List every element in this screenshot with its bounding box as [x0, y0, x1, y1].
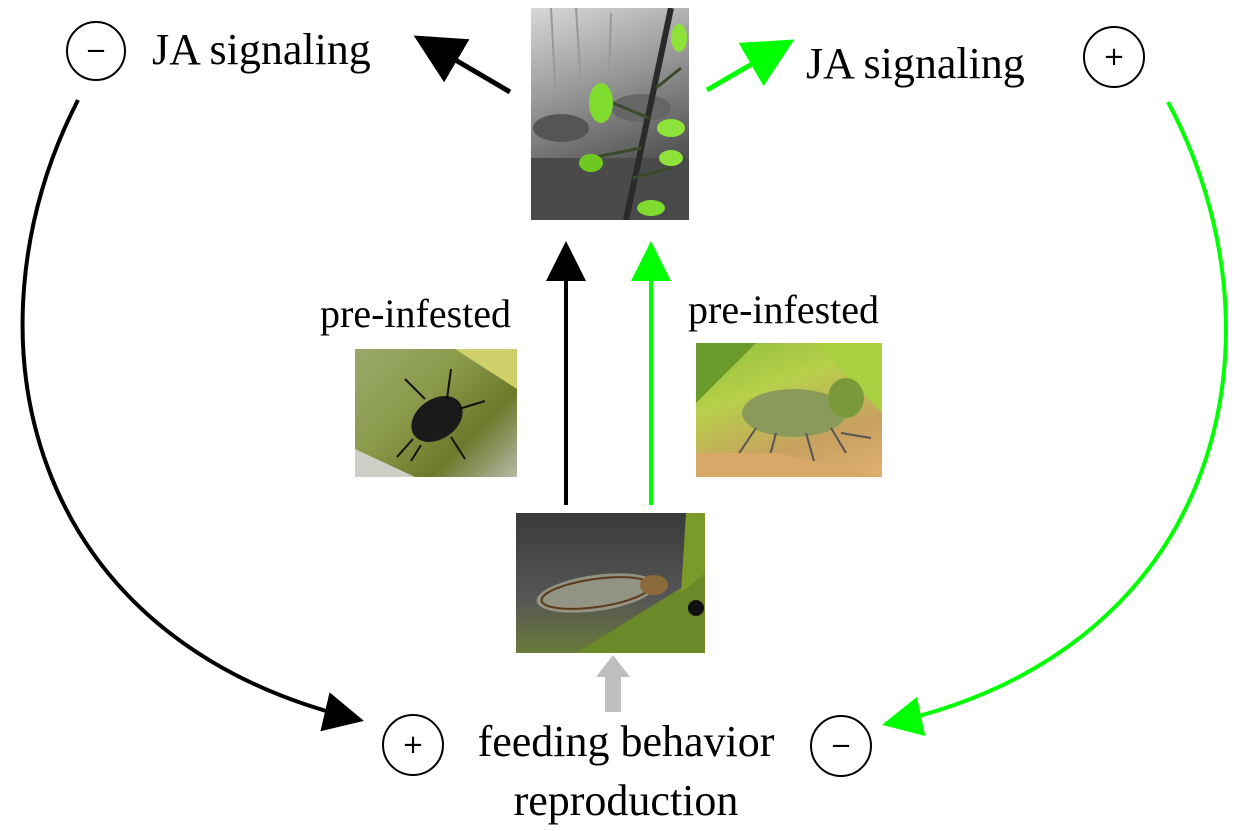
feeding-behavior-label: feeding behavior reproduction	[456, 712, 796, 831]
curve-green-right	[882, 101, 1228, 736]
psyllid-photo	[516, 513, 705, 653]
dark-aphid-photo	[355, 349, 517, 477]
green-aphid-illustration	[696, 343, 882, 477]
pre-infested-right-label: pre-infested	[688, 287, 880, 332]
arrow-plant-to-left-ja	[413, 35, 512, 95]
plant-illustration	[531, 8, 689, 220]
minus-sign-circle-bottom: −	[810, 715, 872, 777]
reproduction-line: reproduction	[513, 776, 739, 826]
green-aphid-photo	[696, 343, 882, 477]
feeding-behavior-line: feeding behavior	[477, 717, 775, 766]
arrow-plant-to-right-ja	[705, 39, 795, 93]
pre-infested-left-label: pre-infested	[320, 291, 512, 336]
minus-sign-circle: −	[66, 21, 126, 81]
plus-sign-circle: +	[1083, 26, 1145, 88]
curve-black-left	[20, 99, 364, 732]
ja-signaling-right-label: JA signaling	[806, 39, 1025, 88]
plant-photo	[531, 8, 689, 220]
psyllid-illustration	[536, 513, 705, 653]
plus-sign-circle-bottom: +	[382, 714, 444, 776]
gray-arrow-up	[596, 655, 630, 712]
ja-signaling-left-label: JA signaling	[152, 25, 371, 74]
dark-aphid-illustration	[355, 349, 517, 477]
